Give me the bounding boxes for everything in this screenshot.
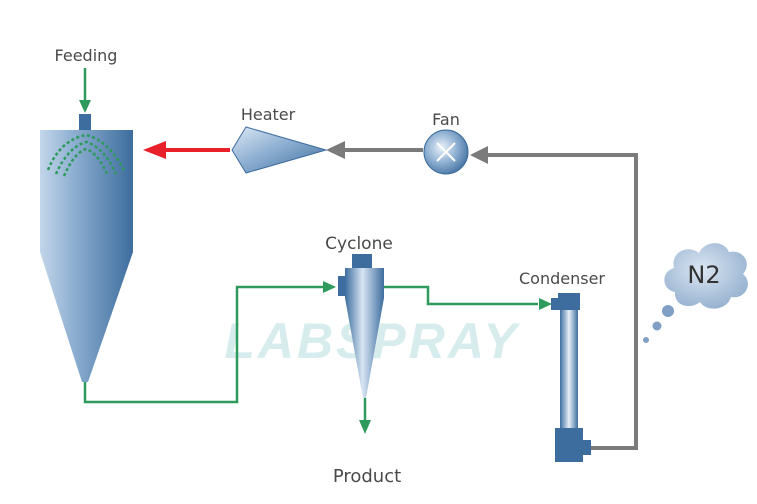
nitrogen-label: N2: [687, 261, 720, 289]
cloud-icon: [643, 243, 748, 343]
gas-arrow-to-heater: [326, 141, 345, 159]
fan-icon: [423, 129, 469, 175]
spray-nozzle-icon: [46, 133, 126, 177]
feeding-label: Feeding: [55, 46, 118, 65]
product-label: Product: [333, 466, 401, 487]
heater-icon: [231, 126, 328, 174]
cyclone-label: Cyclone: [325, 234, 393, 254]
fan-label: Fan: [432, 110, 460, 129]
heater-label: Heater: [241, 105, 296, 124]
gas-loop-line: [345, 148, 638, 450]
product-arrow: [359, 420, 371, 434]
product-flow-line: [83, 68, 538, 420]
condenser-label: Condenser: [519, 269, 605, 288]
flow-arrow-to-cyclone: [323, 281, 336, 293]
drying-chamber-icon: [40, 114, 133, 382]
feed-arrow: [79, 100, 91, 113]
condenser-icon: [551, 293, 591, 462]
cyclone-icon: [338, 254, 384, 398]
flow-arrow-to-condenser: [539, 298, 552, 310]
hot-gas-arrow: [143, 141, 230, 159]
gas-arrow-to-fan: [470, 146, 488, 164]
